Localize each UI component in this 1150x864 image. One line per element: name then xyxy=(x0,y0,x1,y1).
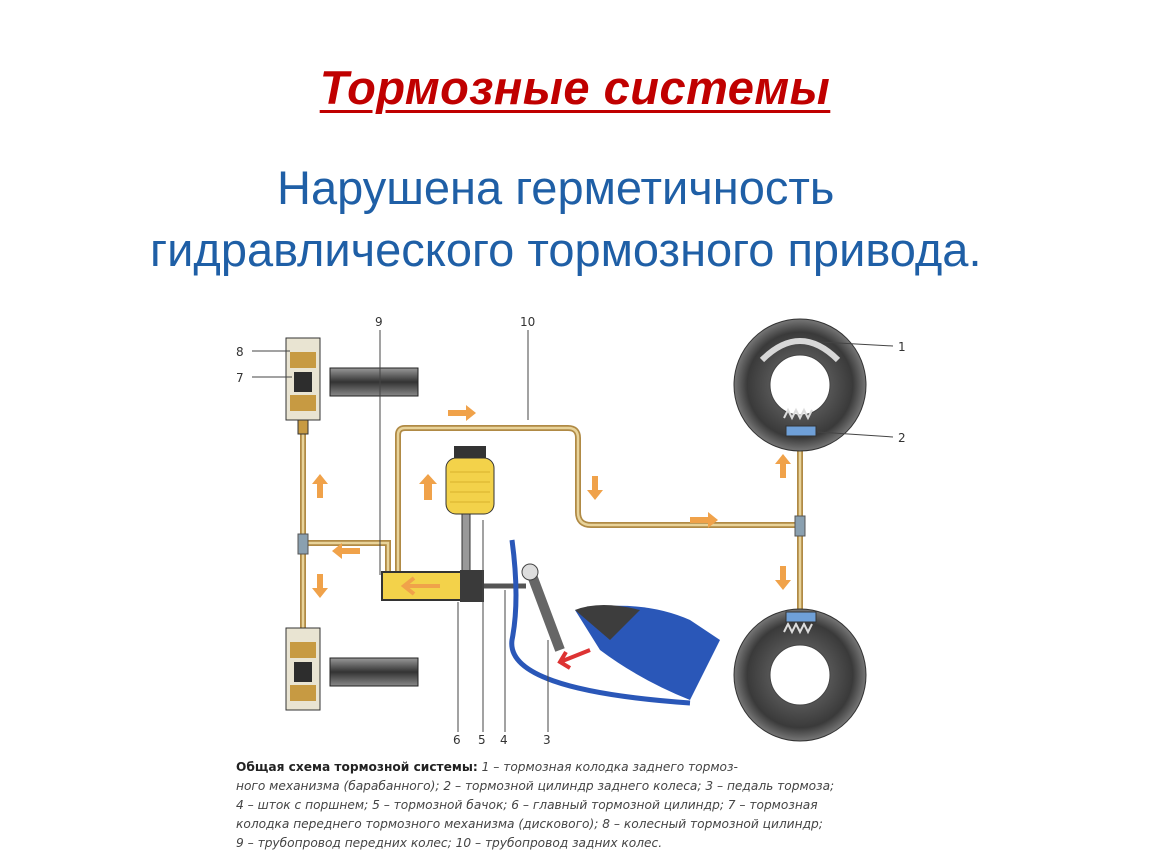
rear-drum-brake-bottom xyxy=(733,608,867,742)
tee-front xyxy=(297,533,309,555)
master-brake-cylinder xyxy=(381,570,526,602)
caption-line-1: 1 – тормозная колодка заднего тормоз- xyxy=(477,760,738,774)
front-disc-brake-bottom xyxy=(285,627,419,711)
caption-heading: Общая схема тормозной системы: xyxy=(236,760,478,774)
label-7: 7 xyxy=(236,371,244,385)
label-5: 5 xyxy=(478,733,486,747)
flow-arrows xyxy=(312,405,791,598)
label-6: 6 xyxy=(453,733,461,747)
label-4: 4 xyxy=(500,733,508,747)
subtitle-line-2: гидравлического тормозного привода. xyxy=(150,223,982,276)
page-title: Тормозные системы xyxy=(319,61,831,114)
label-8: 8 xyxy=(236,345,244,359)
label-10: 10 xyxy=(520,315,535,329)
brake-fluid-reservoir xyxy=(445,446,495,577)
leader-lines xyxy=(252,330,894,732)
label-1: 1 xyxy=(898,340,906,354)
rear-drum-brake-top xyxy=(733,318,867,452)
label-2: 2 xyxy=(898,431,906,445)
caption-line-2: ного механизма (барабанного); 2 – тормоз… xyxy=(236,779,835,793)
caption-line-3: 4 – шток с поршнем; 5 – тормозной бачок;… xyxy=(236,798,818,812)
pipe-front-wheels xyxy=(300,430,391,630)
diagram-caption: Общая схема тормозной системы: 1 – тормо… xyxy=(236,758,936,853)
label-3: 3 xyxy=(543,733,551,747)
front-disc-brake-top xyxy=(285,337,419,435)
tee-rear xyxy=(794,515,806,537)
pipe-front-wheels-inner xyxy=(301,430,390,630)
label-9: 9 xyxy=(375,315,383,329)
brake-pedal xyxy=(509,539,720,706)
subtitle-line-1: Нарушена герметичность xyxy=(277,161,835,214)
caption-line-4: колодка переднего тормозного механизма (… xyxy=(236,817,823,831)
caption-line-5: 9 – трубопровод передних колес; 10 – тру… xyxy=(236,836,663,850)
